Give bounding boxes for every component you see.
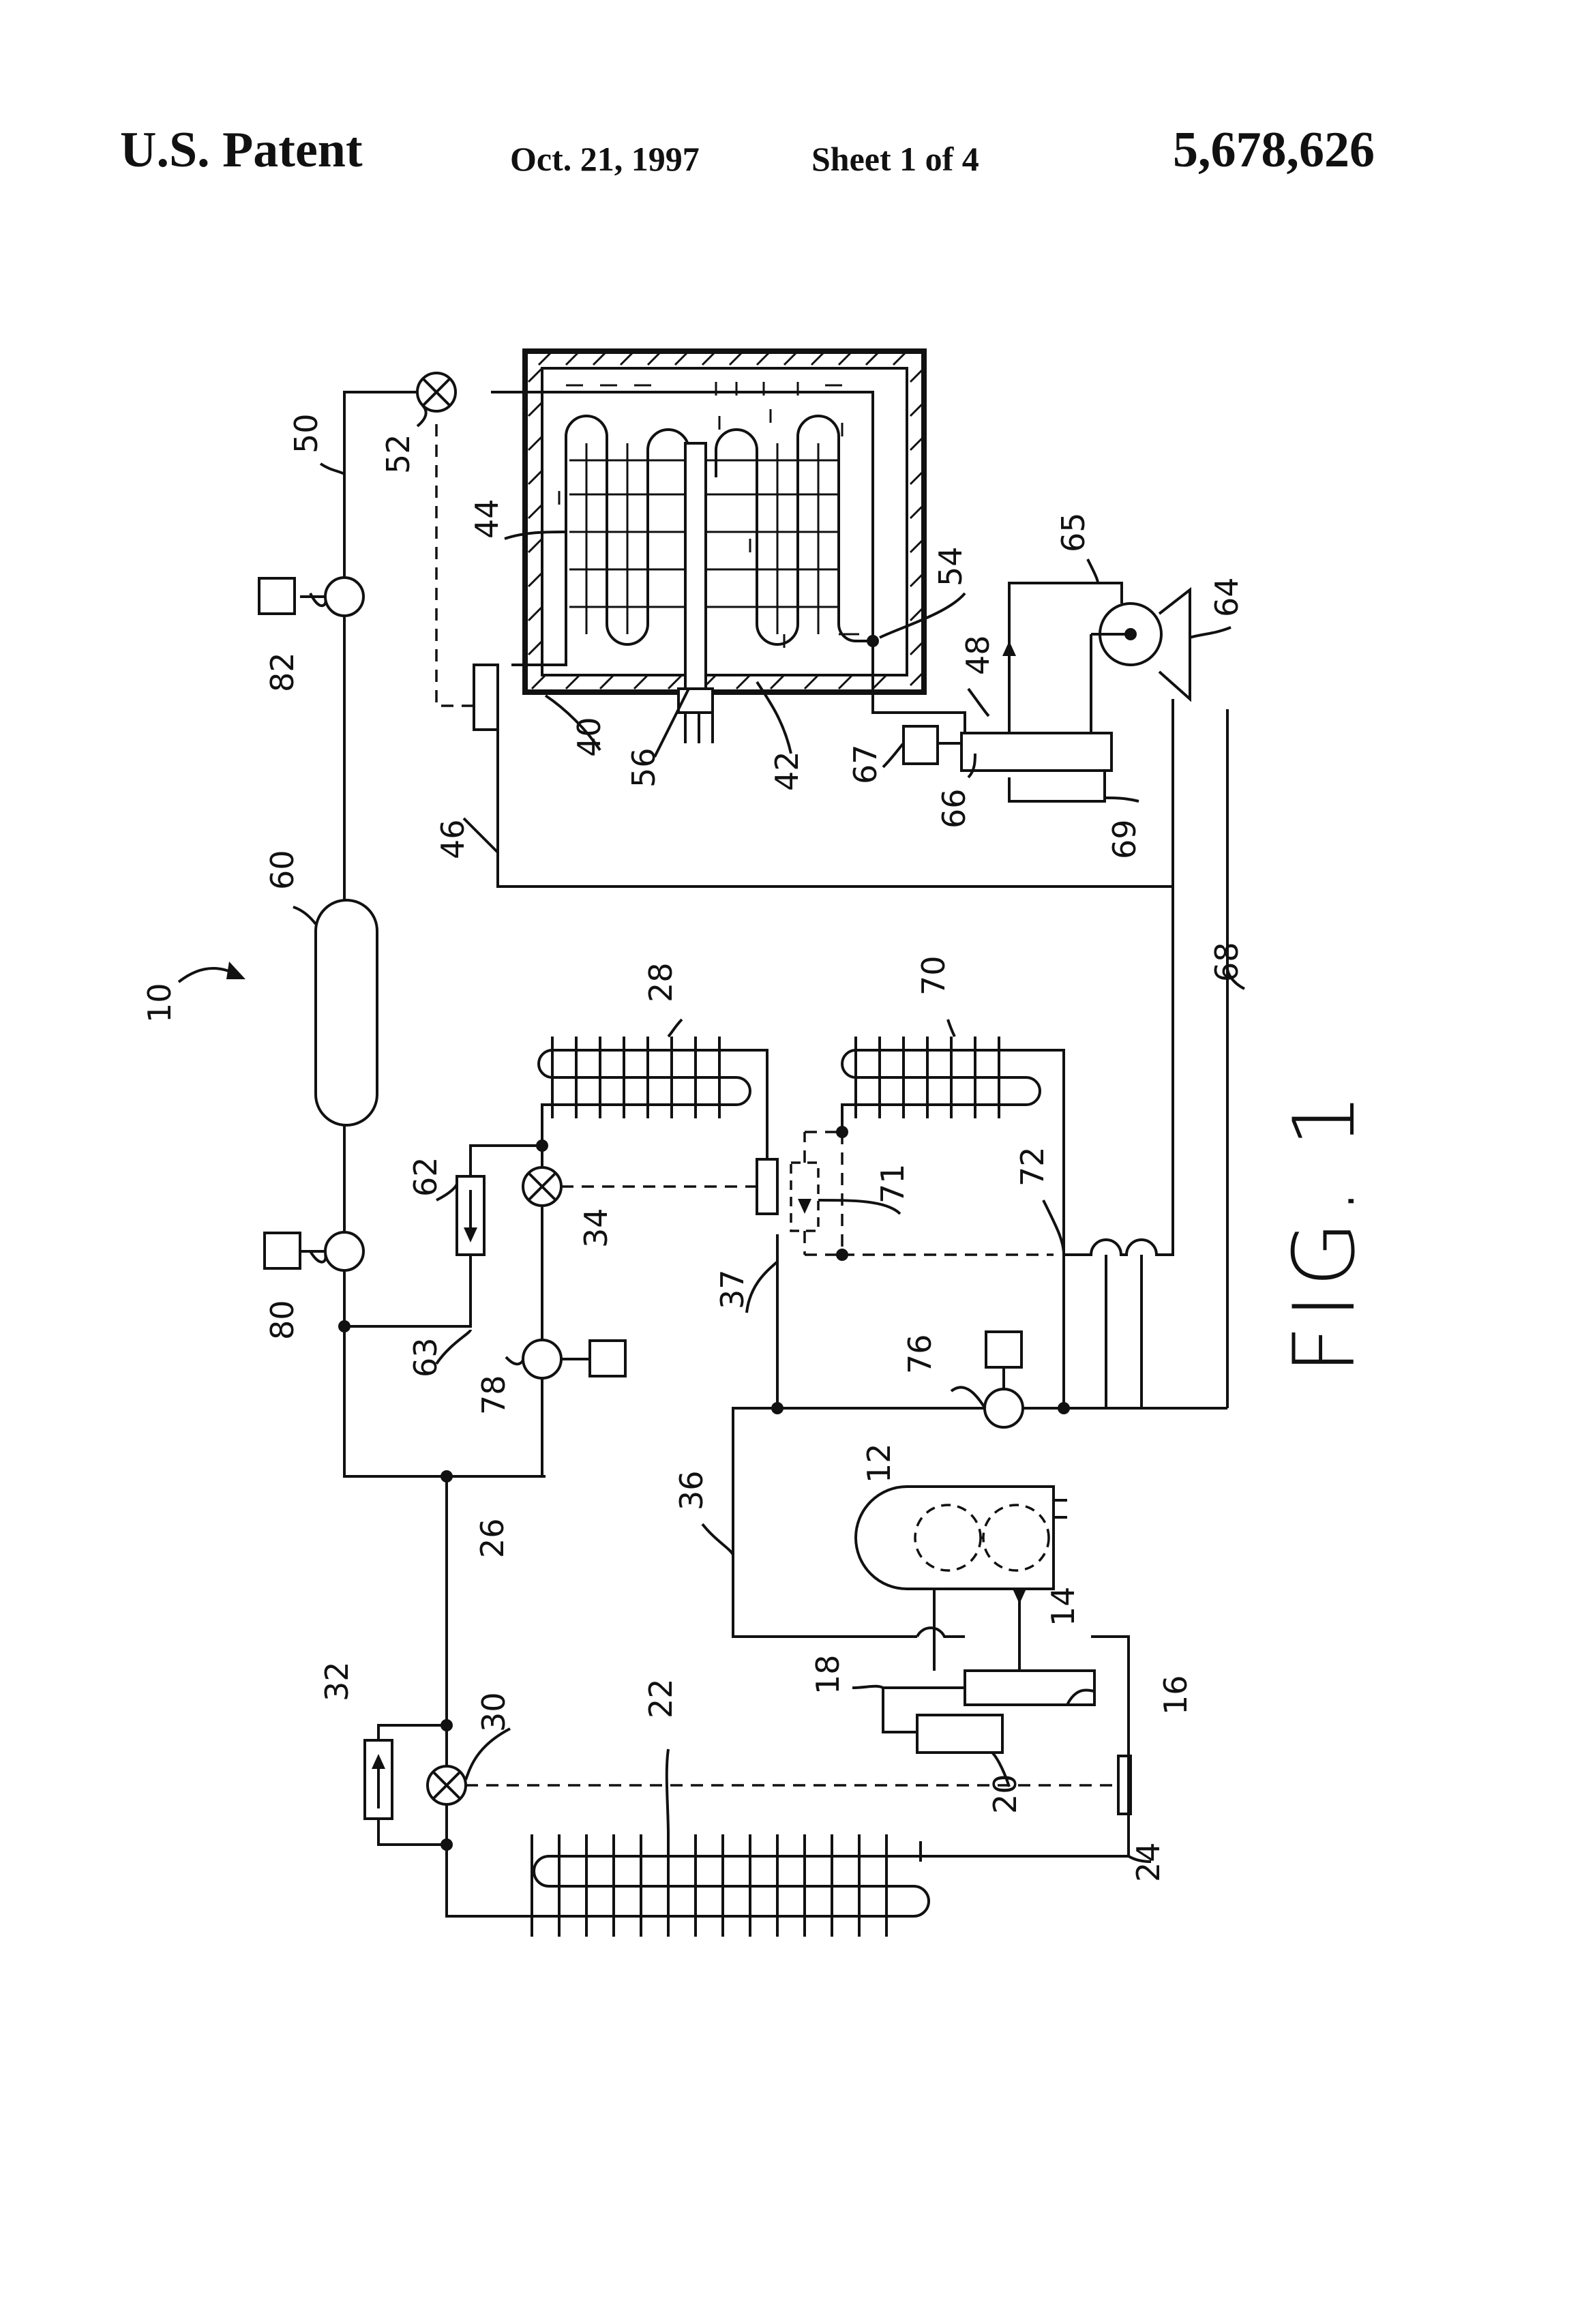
sensor-76 (985, 1332, 1023, 1427)
label-32: 32 (318, 1661, 355, 1701)
evaporator-coil-28 (539, 1037, 767, 1159)
label-67: 67 (847, 744, 884, 784)
label-68: 68 (1208, 942, 1245, 982)
label-72: 72 (1014, 1146, 1051, 1187)
label-44: 44 (468, 498, 505, 539)
sensing-bulb-46 (474, 665, 498, 730)
label-78: 78 (475, 1375, 512, 1415)
figure-caption: FIG. 1 (1276, 1086, 1374, 1374)
label-66: 66 (936, 788, 972, 829)
label-28: 28 (642, 962, 679, 1002)
label-37: 37 (714, 1269, 751, 1309)
label-62: 62 (407, 1157, 444, 1197)
label-76: 76 (901, 1334, 938, 1374)
freezer-cabinet-40 (491, 351, 924, 743)
label-14: 14 (1045, 1586, 1081, 1626)
receiver-tank (316, 900, 377, 1125)
label-71: 71 (874, 1163, 911, 1204)
label-26: 26 (474, 1518, 511, 1558)
label-10: 10 (141, 983, 178, 1023)
sensing-line-52 (436, 423, 474, 706)
label-20: 20 (987, 1774, 1024, 1814)
label-52: 52 (380, 434, 417, 474)
label-54: 54 (932, 546, 969, 586)
label-82: 82 (264, 652, 301, 692)
expansion-valve-34 (523, 1167, 561, 1206)
label-36: 36 (673, 1470, 710, 1510)
expansion-valve-30 (365, 1725, 466, 1845)
label-12: 12 (861, 1443, 897, 1483)
label-30: 30 (475, 1692, 512, 1732)
label-34: 34 (578, 1208, 614, 1248)
label-18: 18 (809, 1654, 846, 1695)
label-16: 16 (1157, 1675, 1194, 1715)
label-48: 48 (959, 635, 996, 675)
sensor-78 (523, 1340, 625, 1378)
label-80: 80 (264, 1300, 301, 1340)
reversing-valve-66 (904, 726, 1111, 771)
label-63: 63 (407, 1337, 444, 1377)
label-42: 42 (768, 751, 805, 791)
label-69: 69 (1106, 819, 1143, 859)
label-64: 64 (1208, 577, 1245, 617)
label-65: 65 (1055, 512, 1092, 552)
label-70: 70 (915, 955, 952, 996)
label-60: 60 (264, 850, 301, 890)
label-46: 46 (434, 819, 471, 859)
label-50: 50 (288, 413, 325, 453)
label-22: 22 (642, 1678, 679, 1718)
sensor-80 (265, 1232, 363, 1270)
